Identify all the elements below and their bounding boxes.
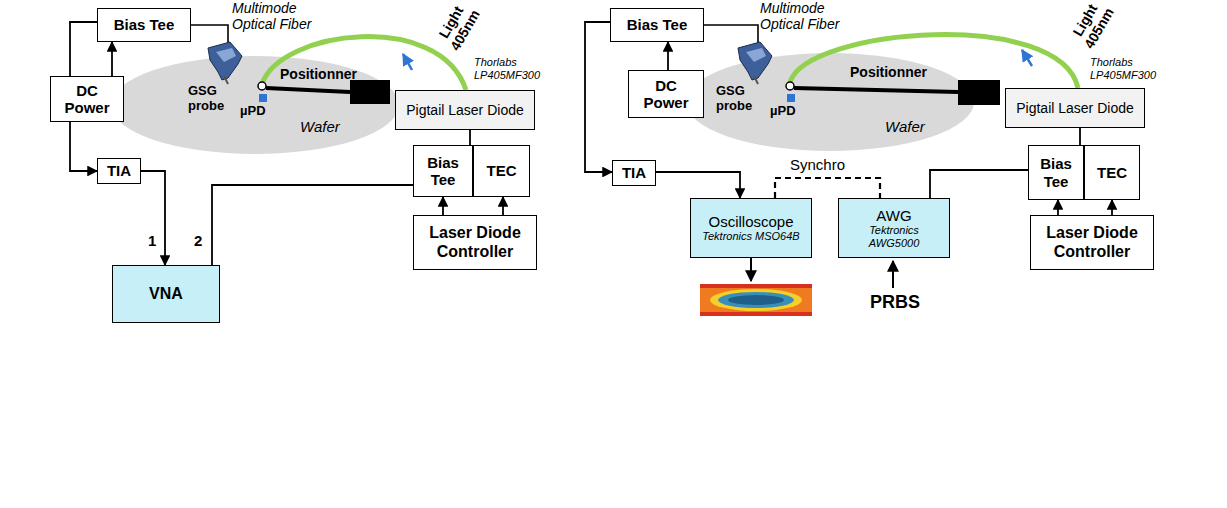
- positioner-block: [350, 80, 390, 104]
- vna-box: VNA: [112, 265, 220, 323]
- box-title: TEC: [487, 162, 517, 179]
- photodiode-label: µPD: [240, 104, 266, 119]
- tec-box: TEC: [473, 145, 530, 197]
- box-title: Bias Tee: [627, 16, 688, 33]
- box-title: Laser Diode Controller: [1035, 224, 1149, 261]
- connector: [141, 171, 165, 265]
- light-arrow: [403, 54, 412, 70]
- box-subtitle: Tektronics MSO64B: [702, 230, 799, 243]
- box-title: AWG: [876, 207, 911, 224]
- connector: [585, 22, 612, 172]
- connector: [930, 170, 1028, 198]
- laser-diode-box: Pigtail Laser Diode: [1005, 88, 1145, 128]
- part-number: Thorlabs LP405MF300: [474, 56, 552, 81]
- light-arrow: [1022, 50, 1032, 66]
- box-title: TIA: [107, 162, 131, 179]
- edge-label: 2: [192, 232, 204, 249]
- probe-wire: [704, 25, 758, 44]
- dc-power-box: DC Power: [50, 76, 124, 122]
- bias-tee-box: Bias Tee: [1028, 145, 1084, 200]
- awg-box: AWGTektronics AWG5000: [838, 198, 950, 258]
- box-title: Bias Tee: [114, 16, 175, 33]
- positioner-label: Positionner: [280, 66, 357, 82]
- connector: [469, 130, 471, 145]
- laser-controller-box: Laser Diode Controller: [1030, 215, 1154, 270]
- light-label: Light 405nm: [1066, 0, 1119, 54]
- fiber-label: Multimode Optical Fiber: [232, 0, 327, 32]
- fiber-label: Multimode Optical Fiber: [760, 0, 855, 32]
- connector: [667, 42, 669, 70]
- laser-diode-box: Pigtail Laser Diode: [395, 90, 535, 130]
- box-title: TIA: [622, 164, 646, 181]
- box-title: Bias Tee: [418, 154, 468, 189]
- tia-box: TIA: [612, 160, 656, 186]
- dc-power-box: DC Power: [628, 70, 704, 118]
- connector: [502, 197, 504, 215]
- connector: [111, 42, 113, 76]
- edge-label: 1: [146, 232, 158, 249]
- bias-tee-box: Bias Tee: [610, 8, 704, 42]
- box-title: Oscilloscope: [708, 213, 793, 230]
- connector: [1111, 200, 1113, 215]
- oscilloscope-box: OscilloscopeTektronics MSO64B: [690, 198, 812, 258]
- signal-label: PRBS: [870, 292, 920, 313]
- bias-tee-box: Bias Tee: [413, 145, 473, 197]
- box-title: Wafer: [885, 118, 925, 135]
- connector: [212, 185, 413, 265]
- edge-label: Synchro: [788, 156, 847, 173]
- probe-wire: [191, 25, 228, 44]
- connector: [656, 172, 740, 198]
- photodiode-label: µPD: [770, 104, 796, 119]
- eye-diagram: [700, 284, 812, 316]
- box-title: Pigtail Laser Diode: [1016, 100, 1134, 116]
- scope-output-arrow: [750, 258, 752, 281]
- positioner-label: Positionner: [850, 64, 927, 80]
- photodiode: [787, 94, 795, 102]
- box-subtitle: Tektronics AWG5000: [843, 224, 945, 249]
- tia-box: TIA: [97, 158, 141, 184]
- box-title: TEC: [1097, 164, 1127, 181]
- connector: [442, 197, 444, 215]
- light-label: Light 405nm: [432, 0, 485, 56]
- box-title: Laser Diode Controller: [418, 224, 532, 261]
- box-title: DC Power: [55, 82, 119, 117]
- connector: [1057, 200, 1059, 215]
- laser-controller-box: Laser Diode Controller: [413, 215, 537, 270]
- box-title: Bias Tee: [1033, 155, 1079, 190]
- fiber-tip: [258, 82, 266, 90]
- tec-box: TEC: [1084, 145, 1140, 200]
- box-title: Wafer: [300, 118, 340, 135]
- box-title: DC Power: [633, 77, 699, 112]
- bias-tee-box: Bias Tee: [97, 8, 191, 42]
- probe-label: GSG probe: [188, 84, 240, 114]
- sync-line: [775, 178, 880, 198]
- probe-label: GSG probe: [716, 84, 768, 114]
- photodiode: [259, 94, 267, 102]
- connector: [1079, 128, 1081, 145]
- fiber-tip: [786, 82, 794, 90]
- part-number: Thorlabs LP405MF300: [1090, 56, 1168, 81]
- positioner-block: [958, 80, 1000, 105]
- box-title: VNA: [149, 285, 183, 303]
- box-title: Pigtail Laser Diode: [406, 102, 524, 118]
- prbs-arrow: [892, 261, 894, 288]
